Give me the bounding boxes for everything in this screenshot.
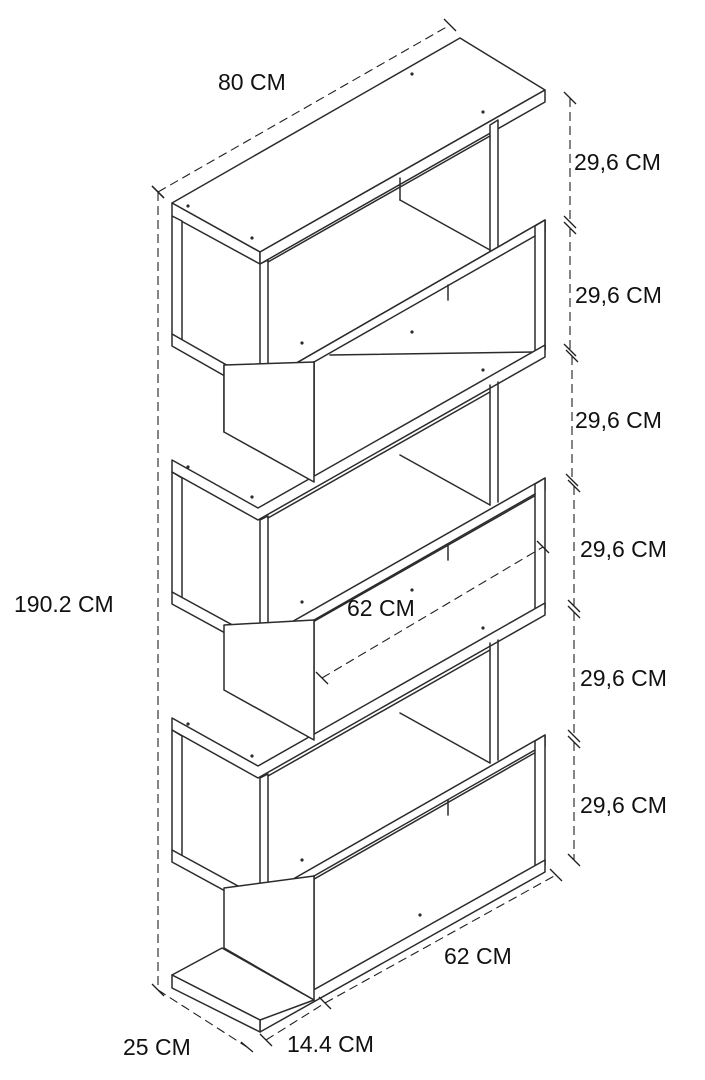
depth-dim-line (157, 989, 248, 1048)
middle-width-dim-line (321, 546, 544, 679)
plinth-dim-line (265, 1002, 326, 1041)
middle-width-label: 62 CM (347, 595, 415, 621)
dimension-labels: 80 CM 190.2 CM 25 CM 14.4 CM 62 CM 62 CM… (14, 69, 667, 1060)
section-label-2: 29,6 CM (575, 282, 662, 308)
bottom-width-label: 62 CM (444, 943, 512, 969)
height-label: 190.2 CM (14, 591, 114, 617)
plinth-depth-label: 14.4 CM (287, 1031, 374, 1057)
left-support-panel-1 (223, 361, 315, 483)
base-board (171, 947, 315, 1033)
section-label-4: 29,6 CM (580, 536, 667, 562)
depth-label: 25 CM (123, 1034, 191, 1060)
section-label-6: 29,6 CM (580, 792, 667, 818)
left-support-panel-2 (223, 619, 315, 741)
section-label-3: 29,6 CM (575, 407, 662, 433)
dimension-lines (151, 18, 581, 1053)
bottom-width-dim-line (324, 874, 557, 1004)
top-board (171, 37, 546, 265)
section-label-1: 29,6 CM (574, 149, 661, 175)
section-label-5: 29,6 CM (580, 665, 667, 691)
bookcase-drawing (171, 37, 546, 1033)
width-label: 80 CM (218, 69, 286, 95)
box-section-3 (171, 381, 546, 653)
width-dim-line (157, 24, 451, 193)
screw-dots (186, 72, 485, 917)
